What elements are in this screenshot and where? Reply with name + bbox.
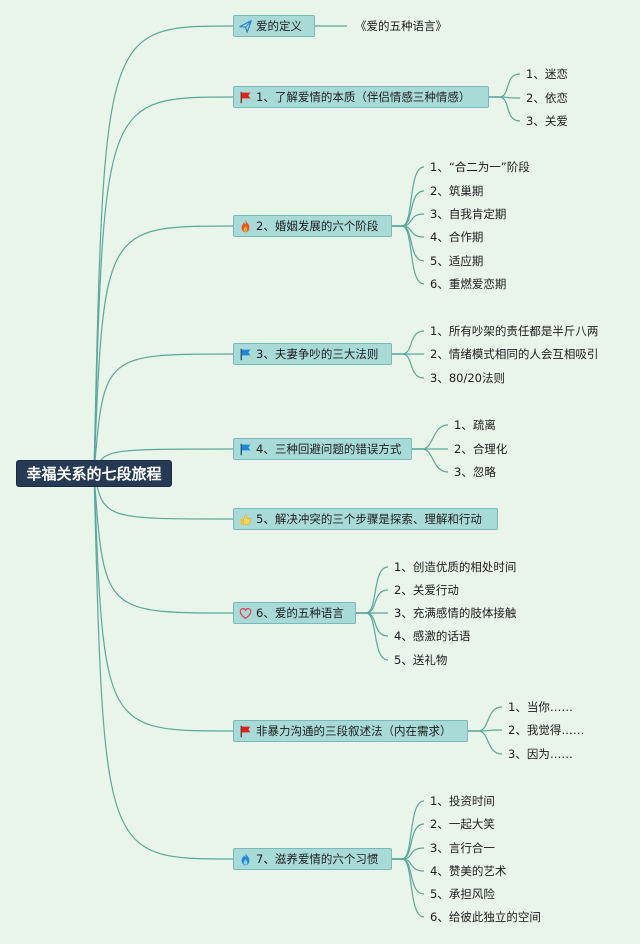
branch-topic-3[interactable]: 2、婚姻发展的六个阶段 — [233, 215, 392, 237]
branch-topic-9[interactable]: 7、滋养爱情的六个习惯 — [233, 848, 392, 870]
connector-line — [392, 190, 425, 227]
subtopic-item[interactable]: 3、关爱 — [526, 114, 568, 128]
subtopic-item[interactable]: 3、80/20法则 — [430, 371, 505, 385]
connector-line — [392, 225, 425, 262]
connector-line — [93, 225, 234, 474]
branch-label: 爱的定义 — [256, 19, 302, 33]
subtopic-item[interactable]: 2、我觉得…… — [508, 723, 585, 737]
subtopic-item[interactable]: 3、因为…… — [508, 747, 573, 761]
branch-topic-2[interactable]: 1、了解爱情的本质（伴侣情感三种情感） — [233, 86, 489, 108]
subtopic-item[interactable]: 1、“合二为一”阶段 — [430, 160, 530, 174]
connector-line — [392, 858, 425, 895]
connector-line — [392, 330, 425, 355]
subtopic-item[interactable]: 2、关爱行动 — [394, 583, 459, 597]
branch-label: 3、夫妻争吵的三大法则 — [256, 347, 379, 361]
connector-line — [489, 96, 521, 122]
subtopic-item[interactable]: 4、合作期 — [430, 230, 484, 244]
subtopic-item[interactable]: 1、创造优质的相处时间 — [394, 560, 517, 574]
connector-line — [392, 800, 425, 860]
connector-line — [93, 472, 234, 732]
fire-icon — [238, 219, 252, 233]
branch-label: 6、爱的五种语言 — [256, 606, 344, 620]
subtopic-item[interactable]: 1、当你…… — [508, 700, 573, 714]
connector-line — [93, 472, 234, 860]
blue-flag-icon — [238, 442, 252, 456]
connector-line — [356, 612, 389, 661]
subtopic-item[interactable]: 6、给彼此独立的空间 — [430, 910, 541, 924]
connector-line — [468, 706, 503, 732]
subtopic-item[interactable]: 5、适应期 — [430, 254, 484, 268]
connector-line — [93, 472, 234, 614]
root-topic[interactable]: 幸福关系的七段旅程 — [16, 460, 172, 487]
subtopic-item[interactable]: 6、重燃爱恋期 — [430, 277, 507, 291]
connector-line — [93, 353, 234, 474]
connector-line — [392, 858, 425, 918]
branch-label: 7、滋养爱情的六个习惯 — [256, 852, 379, 866]
branch-topic-5[interactable]: 4、三种回避问题的错误方式 — [233, 438, 412, 460]
branch-topic-7[interactable]: 6、爱的五种语言 — [233, 602, 356, 624]
subtopic-item[interactable]: 4、感激的话语 — [394, 629, 471, 643]
branch-topic-4[interactable]: 3、夫妻争吵的三大法则 — [233, 343, 392, 365]
subtopic-item[interactable]: 2、一起大笑 — [430, 817, 495, 831]
connector-line — [412, 448, 449, 473]
connector-line — [392, 823, 425, 860]
subtopic-item[interactable]: 2、合理化 — [454, 442, 508, 456]
branch-label: 1、了解爱情的本质（伴侣情感三种情感） — [256, 90, 471, 104]
red-flag-icon — [238, 90, 252, 104]
connector-line — [392, 166, 425, 227]
connector-line — [93, 25, 234, 474]
branch-topic-1[interactable]: 爱的定义 — [233, 15, 315, 37]
subtopic-item[interactable]: 2、依恋 — [526, 91, 568, 105]
branch-label: 2、婚姻发展的六个阶段 — [256, 219, 379, 233]
subtopic-item[interactable]: 1、疏离 — [454, 418, 496, 432]
connector-line — [93, 96, 234, 474]
subtopic-item[interactable]: 2、筑巢期 — [430, 184, 484, 198]
subtopic-item[interactable]: 2、情绪模式相同的人会互相吸引 — [430, 347, 599, 361]
heart-icon — [238, 606, 252, 620]
connector-line — [489, 73, 521, 98]
branch-topic-6[interactable]: 5、解决冲突的三个步骤是探索、理解和行动 — [233, 508, 498, 530]
subtopic-item[interactable]: 4、赞美的艺术 — [430, 864, 507, 878]
connector-line — [392, 353, 425, 379]
blue-fire-icon — [238, 852, 252, 866]
connector-line — [356, 566, 389, 614]
blue-flag-icon — [238, 347, 252, 361]
subtopic-item[interactable]: 5、送礼物 — [394, 653, 448, 667]
connector-line — [356, 589, 389, 614]
branch-label: 非暴力沟通的三段叙述法（内在需求） — [256, 724, 452, 738]
connector-line — [93, 472, 234, 520]
branch-label: 5、解决冲突的三个步骤是探索、理解和行动 — [256, 512, 482, 526]
subtopic-item[interactable]: 1、投资时间 — [430, 794, 495, 808]
red-flag-icon — [238, 724, 252, 738]
branch-label: 4、三种回避问题的错误方式 — [256, 442, 402, 456]
subtopic-item[interactable]: 1、所有吵架的责任都是半斤八两 — [430, 324, 599, 338]
paper-plane-icon — [238, 19, 252, 33]
connector-line — [468, 730, 503, 755]
branch-topic-8[interactable]: 非暴力沟通的三段叙述法（内在需求） — [233, 720, 468, 742]
thumbs-up-icon — [238, 512, 252, 526]
connector-line — [356, 612, 389, 637]
subtopic-item[interactable]: 3、忽略 — [454, 465, 496, 479]
connector-line — [412, 424, 449, 450]
subtopic-item[interactable]: 3、言行合一 — [430, 841, 495, 855]
subtopic-item[interactable]: 1、迷恋 — [526, 67, 568, 81]
subtopic-item[interactable]: 5、承担风险 — [430, 887, 495, 901]
subtopic-item[interactable]: 3、自我肯定期 — [430, 207, 507, 221]
connector-line — [392, 225, 425, 285]
subtopic-item[interactable]: 3、充满感情的肢体接触 — [394, 606, 517, 620]
subtopic-item[interactable]: 《爱的五种语言》 — [355, 19, 447, 33]
